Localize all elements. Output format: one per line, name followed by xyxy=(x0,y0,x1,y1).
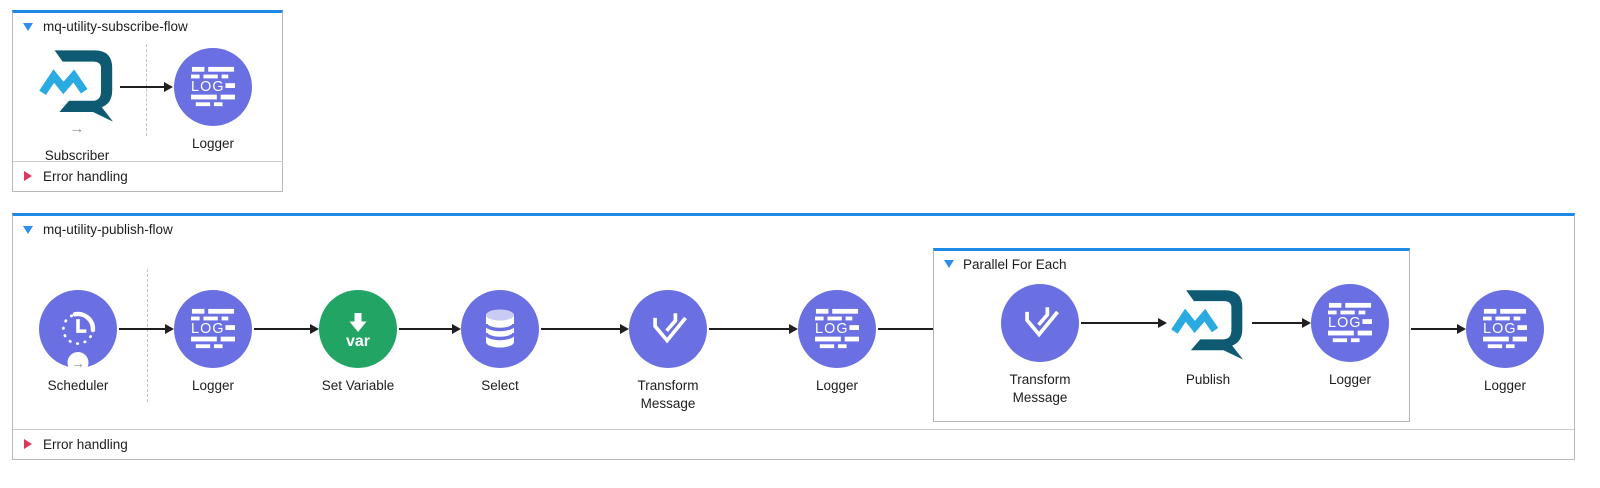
node-label: Set Variable xyxy=(321,378,395,393)
database-icon xyxy=(461,290,539,368)
logger-icon: LOG xyxy=(1311,284,1389,362)
flow-canvas-publish: → Scheduler LOG Logger xyxy=(13,243,1574,429)
flow-arrow xyxy=(1252,318,1311,327)
node-label: Logger xyxy=(191,378,235,393)
svg-text:LOG: LOG xyxy=(1328,315,1362,331)
collapse-triangle-icon[interactable] xyxy=(23,22,33,31)
node-transform-message[interactable]: Transform Message xyxy=(613,290,723,412)
logger-icon: LOG xyxy=(174,48,252,126)
flow-title-bar-publish[interactable]: mq-utility-publish-flow xyxy=(13,216,1574,243)
source-separator-line xyxy=(146,44,147,136)
scope-title-bar[interactable]: Parallel For Each xyxy=(934,251,1409,277)
anypoint-mq-icon xyxy=(36,44,118,124)
node-logger[interactable]: LOG Logger xyxy=(158,290,268,395)
source-arrow-icon: → xyxy=(67,352,89,373)
flow-container-subscribe[interactable]: mq-utility-subscribe-flow → Subscriber xyxy=(12,10,283,192)
error-handling-bar[interactable]: Error handling xyxy=(13,429,1574,458)
node-subscriber[interactable]: → Subscriber xyxy=(22,44,132,165)
flow-arrow xyxy=(254,324,319,333)
flow-arrow xyxy=(541,324,629,333)
scope-title: Parallel For Each xyxy=(963,256,1067,272)
svg-text:LOG: LOG xyxy=(191,79,225,95)
collapse-triangle-icon[interactable] xyxy=(944,260,954,268)
node-label: Logger xyxy=(1328,372,1372,387)
scope-parallel-for-each[interactable]: Parallel For Each Transform Message xyxy=(933,248,1410,422)
flow-arrow xyxy=(119,324,174,333)
node-label: Publish xyxy=(1185,372,1231,387)
flow-title: mq-utility-publish-flow xyxy=(43,222,173,237)
logger-icon: LOG xyxy=(798,290,876,368)
node-logger[interactable]: LOG Logger xyxy=(1295,284,1405,389)
node-transform-message[interactable]: Transform Message xyxy=(985,284,1095,406)
node-label: Logger xyxy=(815,378,859,393)
flow-arrow xyxy=(709,324,798,333)
error-handling-label: Error handling xyxy=(43,436,128,452)
error-handling-label: Error handling xyxy=(43,168,128,184)
dataweave-icon xyxy=(1001,284,1079,362)
svg-text:LOG: LOG xyxy=(1483,321,1517,337)
flow-arrow xyxy=(1081,318,1167,327)
node-logger[interactable]: LOG Logger xyxy=(158,48,268,153)
node-label: Transform Message xyxy=(1009,372,1071,405)
node-label: Scheduler xyxy=(47,378,109,393)
node-label: Subscriber xyxy=(44,148,110,163)
set-variable-icon: var xyxy=(319,290,397,368)
node-label: Logger xyxy=(191,136,235,151)
svg-text:var: var xyxy=(346,333,370,350)
flow-canvas-subscribe: → Subscriber LOG Logger xyxy=(13,40,282,163)
node-publish[interactable]: Publish xyxy=(1153,284,1263,389)
node-label: Logger xyxy=(1483,378,1527,393)
collapse-triangle-icon[interactable] xyxy=(23,225,33,234)
error-handling-bar[interactable]: Error handling xyxy=(13,161,282,190)
svg-text:LOG: LOG xyxy=(815,321,849,337)
flow-arrow xyxy=(120,82,173,91)
node-logger[interactable]: LOG Logger xyxy=(1450,290,1560,395)
node-logger[interactable]: LOG Logger xyxy=(782,290,892,395)
anypoint-mq-icon xyxy=(1168,284,1248,362)
error-collapsed-triangle-icon[interactable] xyxy=(24,171,32,181)
node-select[interactable]: Select xyxy=(445,290,555,395)
source-separator-line xyxy=(147,269,148,402)
logger-icon: LOG xyxy=(174,290,252,368)
flow-arrow xyxy=(1411,324,1466,333)
flow-title: mq-utility-subscribe-flow xyxy=(43,19,188,34)
svg-text:LOG: LOG xyxy=(191,321,225,337)
node-label: Select xyxy=(481,378,519,393)
flow-arrow xyxy=(399,324,461,333)
node-scheduler[interactable]: → Scheduler xyxy=(23,290,133,395)
logger-icon: LOG xyxy=(1466,290,1544,368)
node-set-variable[interactable]: var Set Variable xyxy=(303,290,413,395)
flow-title-bar-subscribe[interactable]: mq-utility-subscribe-flow xyxy=(13,13,282,40)
source-arrow-icon: → xyxy=(69,120,85,137)
node-label: Transform Message xyxy=(637,378,699,411)
error-collapsed-triangle-icon[interactable] xyxy=(24,439,32,449)
dataweave-icon xyxy=(629,290,707,368)
flow-container-publish[interactable]: mq-utility-publish-flow → Scheduler xyxy=(12,213,1575,460)
flow-arrow xyxy=(878,324,942,333)
